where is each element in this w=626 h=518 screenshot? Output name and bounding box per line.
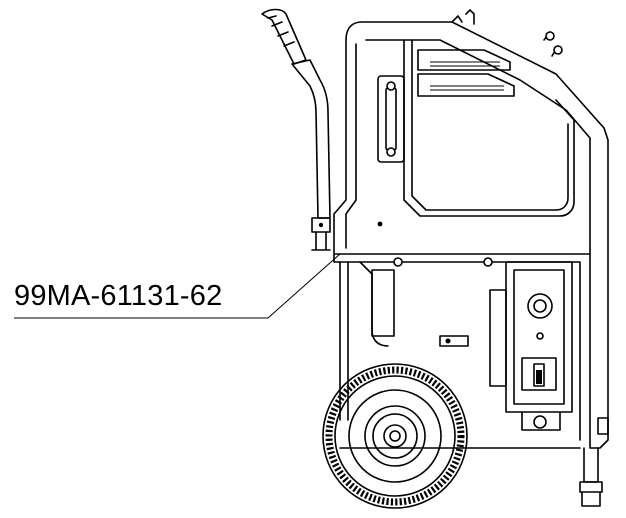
level-gauge <box>377 75 405 163</box>
control-box <box>489 261 609 435</box>
rear-foot <box>579 447 603 507</box>
part-number-label: 99MA-61131-62 <box>14 280 223 312</box>
vent-grille <box>417 49 515 97</box>
upper-tank-body <box>333 9 609 449</box>
leader-line <box>14 253 341 319</box>
wheel <box>322 363 468 509</box>
handle-assembly <box>261 8 331 251</box>
cover-reference-dot <box>377 221 383 227</box>
